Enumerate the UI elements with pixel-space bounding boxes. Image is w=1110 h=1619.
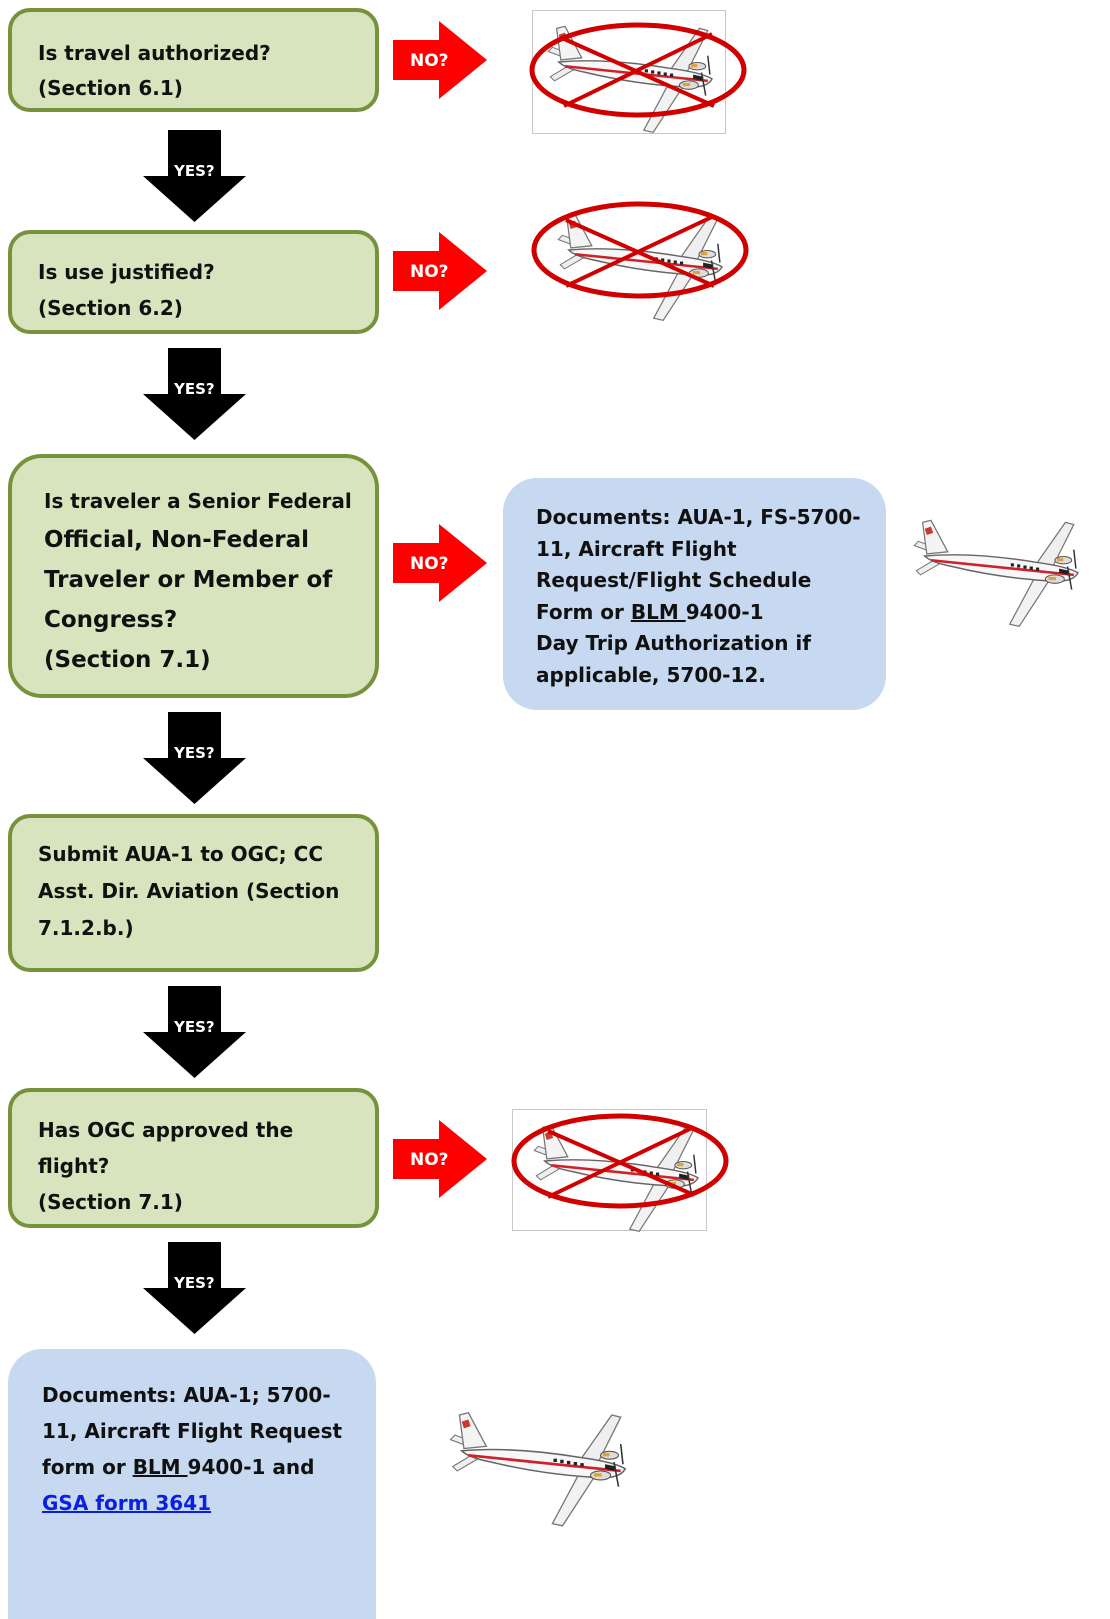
step-line: Asst. Dir. Aviation (Section [38,879,340,903]
yes-arrow: YES? [143,986,246,1078]
step-travel-authorized: Is travel authorized? (Section 6.1) [8,8,379,112]
doc-text: 9400-1 [685,599,764,624]
step-line: (Section 7.1) [38,1190,183,1214]
doc-line: applicable, 5700-12. [536,662,766,687]
step-line: Official, Non-Federal [44,527,310,553]
step-line: Traveler or Member of [44,567,333,593]
airplane-icon [912,519,1080,628]
step-line: (Section 7.1) [44,647,211,673]
yes-label: YES? [173,744,215,762]
step-line: flight? [38,1154,110,1178]
documents-box-final: Documents: AUA-1; 5700- 11, Aircraft Fli… [8,1349,376,1619]
yes-label: YES? [173,162,215,180]
step-line: (Section 6.1) [38,76,183,100]
no-arrow: NO? [393,21,487,99]
prohibited-airplane-icon [511,1109,729,1233]
gsa-form-3641-link[interactable]: GSA form 3641 [42,1491,212,1515]
yes-arrow: YES? [143,712,246,804]
doc-line: Form or BLM 9400-1 [536,597,861,629]
doc-line: Documents: AUA-1, FS-5700- [536,505,861,529]
yes-label: YES? [173,380,215,398]
no-label: NO? [410,51,449,71]
documents-box-senior-official: Documents: AUA-1, FS-5700- 11, Aircraft … [503,478,886,710]
yes-arrow: YES? [143,130,246,222]
step-line: Is use justified? [38,260,215,284]
step-submit-aua: Submit AUA-1 to OGC; CC Asst. Dir. Aviat… [8,814,379,972]
doc-line: 11, Aircraft Flight Request [42,1419,343,1443]
doc-text: form or [42,1455,133,1479]
yes-arrow: YES? [143,1242,246,1334]
no-label: NO? [410,262,449,282]
prohibited-airplane-icon [531,201,749,322]
step-line: Is travel authorized? [38,41,271,65]
step-line: 7.1.2.b.) [38,916,134,940]
yes-label: YES? [173,1018,215,1036]
step-line: Submit AUA-1 to OGC; CC [38,842,323,866]
no-label: NO? [410,1150,449,1170]
doc-line: 11, Aircraft Flight [536,536,737,561]
blm-underlined: BLM [132,1455,188,1479]
yes-label: YES? [173,1274,215,1292]
doc-line: form or BLM 9400-1 and [42,1449,342,1485]
step-line: (Section 6.2) [38,296,183,320]
airplane-icon [449,1411,627,1528]
blm-underlined: BLM [630,599,686,624]
doc-line: Day Trip Authorization if [536,631,811,655]
prohibited-airplane-icon [529,10,747,134]
no-arrow: NO? [393,1120,487,1198]
step-line: Is traveler a Senior Federal [44,489,352,513]
doc-text: 9400-1 and [187,1455,315,1479]
doc-text: Form or [536,599,631,624]
step-use-justified: Is use justified? (Section 6.2) [8,230,379,334]
step-line: Has OGC approved the [38,1118,294,1142]
no-label: NO? [410,554,449,574]
no-arrow: NO? [393,232,487,310]
step-traveler-status: Is traveler a Senior Federal Official, N… [8,454,379,698]
doc-line: Documents: AUA-1; 5700- [42,1383,331,1407]
doc-line: Request/Flight Schedule [536,568,812,592]
no-arrow: NO? [393,524,487,602]
step-ogc-approved: Has OGC approved the flight? (Section 7.… [8,1088,379,1228]
step-line: Congress? [44,607,178,633]
yes-arrow: YES? [143,348,246,440]
